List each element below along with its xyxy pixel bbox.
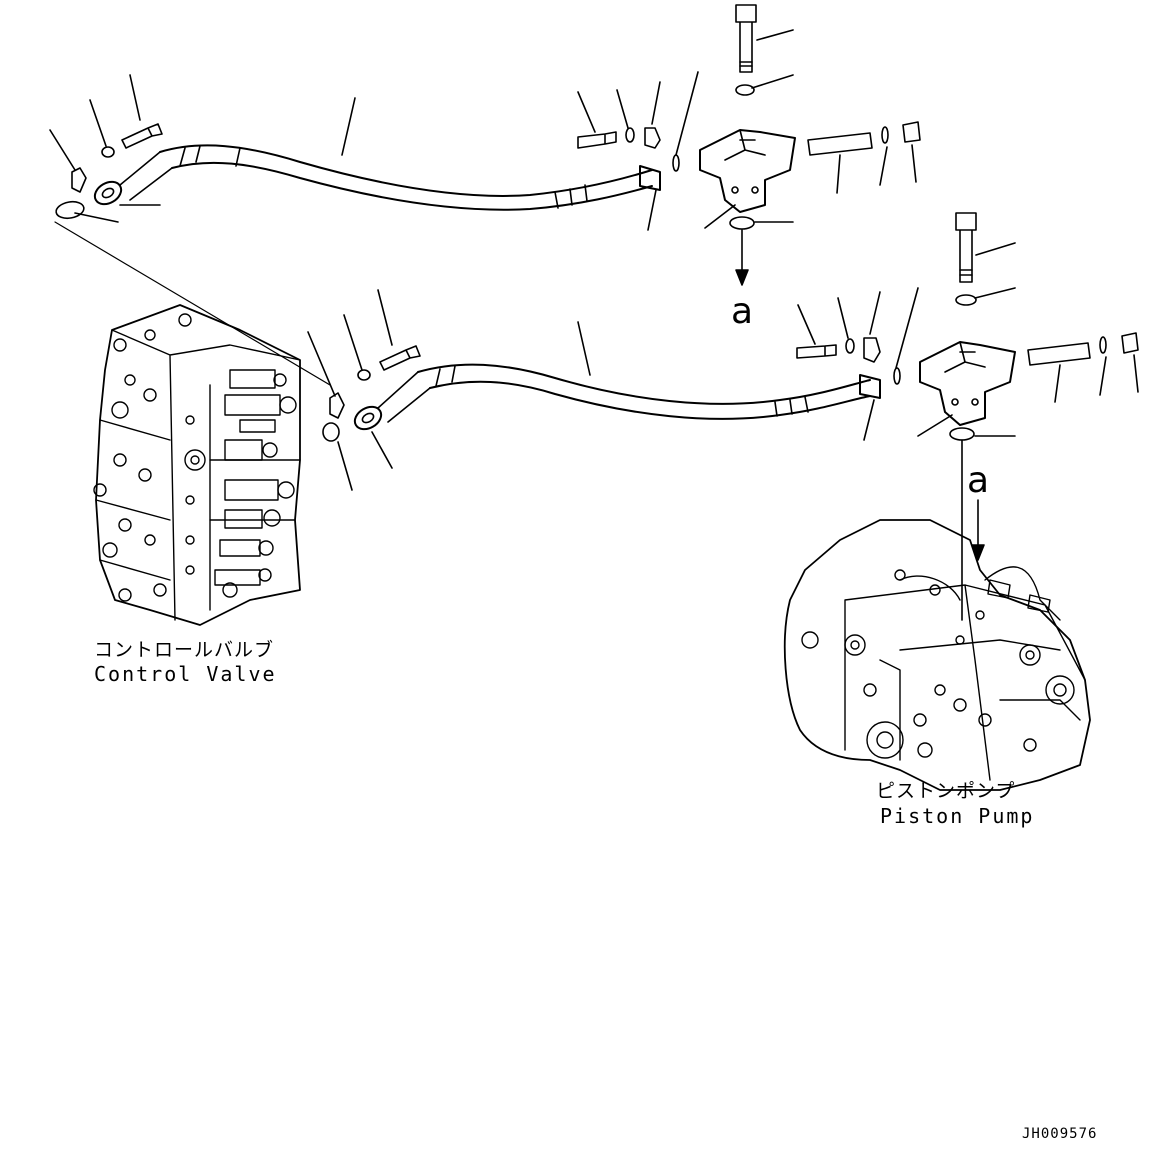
- lower-hose: [418, 365, 870, 404]
- piston-pump: [785, 520, 1090, 790]
- lower-right-o-ring: [894, 368, 900, 384]
- upper-block-assembly: [700, 5, 920, 285]
- upper-block-o-ring: [730, 217, 754, 229]
- upper-right-o-ring: [673, 155, 679, 171]
- control-valve: [94, 305, 300, 625]
- upper-block: [700, 130, 795, 212]
- control-valve-label-en: Control Valve: [94, 662, 277, 686]
- lower-right-clamp: [864, 338, 880, 362]
- upper-vertical-bolt: [736, 5, 756, 72]
- lower-left-bolt: [380, 346, 420, 370]
- lower-right-bolt: [797, 345, 836, 358]
- lower-block-o-ring: [950, 428, 974, 440]
- control-valve-spools: [215, 370, 296, 585]
- upper-hose: [160, 145, 652, 196]
- upper-plug: [903, 122, 920, 142]
- upper-right-washer: [626, 128, 634, 142]
- upper-right-clamp: [645, 128, 660, 148]
- lower-pipe: [1028, 343, 1090, 365]
- upper-right-bolt: [578, 132, 616, 148]
- lower-pipe-o-ring: [1100, 337, 1106, 353]
- upper-left-washer: [102, 147, 114, 157]
- lower-left-washer: [358, 370, 370, 380]
- piston-pump-label-en: Piston Pump: [880, 804, 1035, 828]
- piston-pump-wiring: [900, 567, 1060, 620]
- control-valve-label-jp: コントロールバルブ: [94, 639, 275, 661]
- lower-block-assembly: [918, 213, 1138, 620]
- upper-left-bolt: [122, 124, 162, 148]
- piston-pump-ports: [802, 570, 1074, 758]
- upper-pipe-o-ring: [882, 127, 888, 143]
- lower-left-clamp: [330, 393, 344, 418]
- upper-left-o-ring: [55, 200, 85, 221]
- control-valve-link-line: [55, 222, 330, 385]
- upper-pipe: [808, 133, 872, 155]
- lower-plug: [1122, 333, 1138, 353]
- piston-pump-label-jp: ピストンポンプ: [876, 780, 1016, 802]
- lower-block: [920, 342, 1015, 425]
- control-valve-ports: [94, 314, 237, 601]
- lower-right-washer: [846, 339, 854, 353]
- upper-left-clamp: [72, 168, 86, 192]
- lower-vertical-bolt: [956, 213, 976, 282]
- lower-hose-assembly: [308, 288, 918, 490]
- upper-hose-assembly: [50, 72, 698, 230]
- upper-vertical-washer: [736, 85, 754, 95]
- callout-a-upper: a: [731, 291, 754, 332]
- lower-left-o-ring: [323, 423, 339, 441]
- lower-vertical-washer: [956, 295, 976, 305]
- callout-a-lower: a: [967, 460, 990, 501]
- drawing-number: JH009576: [1022, 1126, 1098, 1142]
